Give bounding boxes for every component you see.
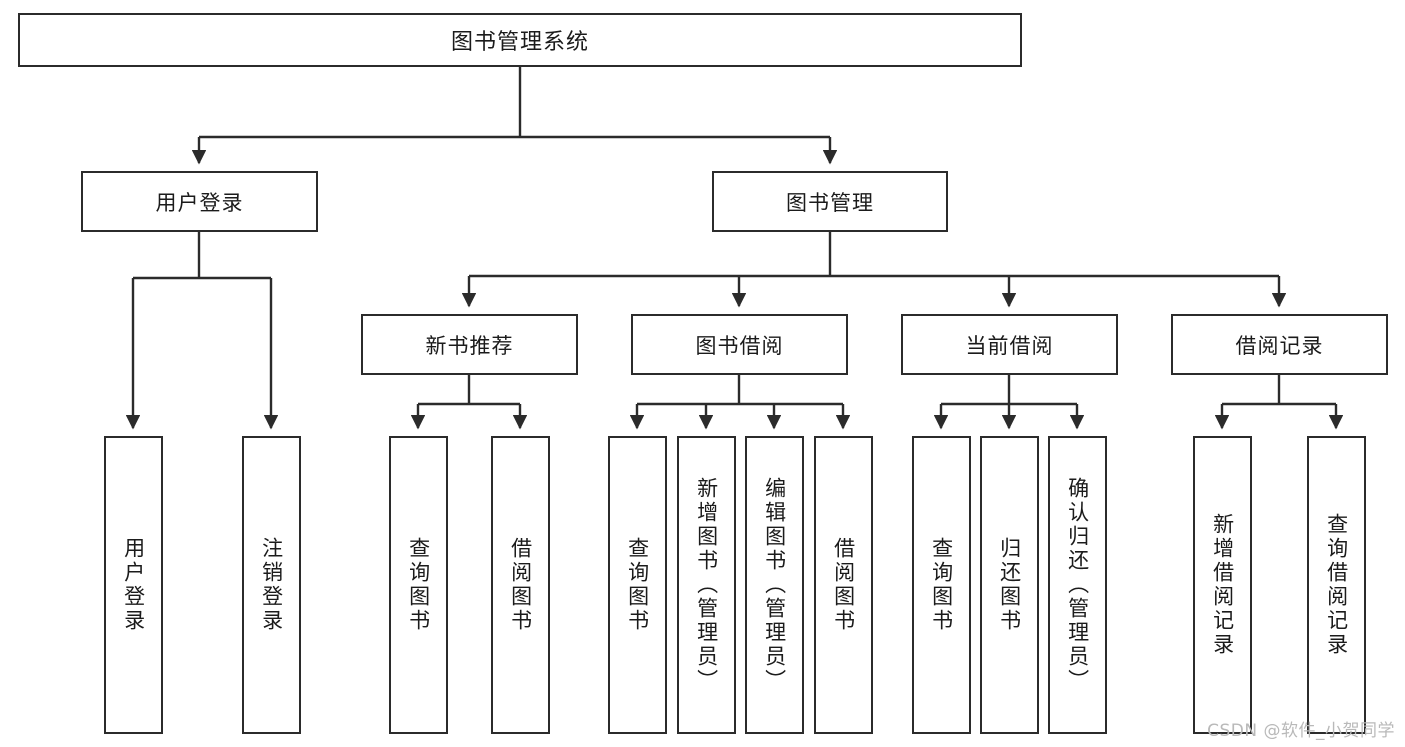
node-book-management[interactable]: 图书管理 bbox=[712, 171, 948, 232]
leaf-query-book-borrow[interactable]: 查询图书 bbox=[608, 436, 667, 734]
node-label: 当前借阅 bbox=[965, 333, 1054, 358]
node-label: 编辑图书（管理员） bbox=[762, 477, 787, 693]
node-borrow-record[interactable]: 借阅记录 bbox=[1171, 314, 1388, 375]
node-label: 图书管理 bbox=[786, 190, 874, 215]
node-label: 新书推荐 bbox=[425, 333, 514, 358]
node-label: 确认归还（管理员） bbox=[1065, 477, 1090, 693]
leaf-edit-book-admin[interactable]: 编辑图书（管理员） bbox=[745, 436, 804, 734]
node-label: 借阅记录 bbox=[1235, 333, 1324, 358]
node-label: 新增图书（管理员） bbox=[694, 477, 719, 693]
leaf-add-borrow-record[interactable]: 新增借阅记录 bbox=[1193, 436, 1252, 734]
node-user-login[interactable]: 用户登录 bbox=[81, 171, 318, 232]
node-new-book-recommend[interactable]: 新书推荐 bbox=[361, 314, 578, 375]
node-label: 归还图书 bbox=[997, 537, 1022, 633]
leaf-confirm-return-admin[interactable]: 确认归还（管理员） bbox=[1048, 436, 1107, 734]
node-label: 查询借阅记录 bbox=[1324, 513, 1349, 657]
leaf-borrow-book[interactable]: 借阅图书 bbox=[814, 436, 873, 734]
node-current-borrow[interactable]: 当前借阅 bbox=[901, 314, 1118, 375]
leaf-query-borrow-record[interactable]: 查询借阅记录 bbox=[1307, 436, 1366, 734]
leaf-user-login[interactable]: 用户登录 bbox=[104, 436, 163, 734]
node-label: 图书管理系统 bbox=[450, 30, 589, 55]
node-label: 查询图书 bbox=[929, 537, 954, 633]
leaf-query-book-current[interactable]: 查询图书 bbox=[912, 436, 971, 734]
node-label: 借阅图书 bbox=[508, 537, 533, 633]
node-label: 注销登录 bbox=[259, 537, 284, 633]
leaf-logout[interactable]: 注销登录 bbox=[242, 436, 301, 734]
node-root-system[interactable]: 图书管理系统 bbox=[18, 13, 1022, 67]
node-label: 借阅图书 bbox=[831, 537, 856, 633]
leaf-query-book-recommend[interactable]: 查询图书 bbox=[389, 436, 448, 734]
leaf-return-book[interactable]: 归还图书 bbox=[980, 436, 1039, 734]
node-label: 新增借阅记录 bbox=[1210, 513, 1235, 657]
node-label: 查询图书 bbox=[625, 537, 650, 633]
node-label: 用户登录 bbox=[121, 537, 146, 633]
node-label: 用户登录 bbox=[155, 190, 244, 215]
node-label: 查询图书 bbox=[406, 537, 431, 633]
node-label: 图书借阅 bbox=[695, 333, 784, 358]
leaf-add-book-admin[interactable]: 新增图书（管理员） bbox=[677, 436, 736, 734]
leaf-borrow-book-recommend[interactable]: 借阅图书 bbox=[491, 436, 550, 734]
csdn-watermark: CSDN @软件_小贺同学 bbox=[1207, 721, 1395, 741]
node-book-borrow[interactable]: 图书借阅 bbox=[631, 314, 848, 375]
